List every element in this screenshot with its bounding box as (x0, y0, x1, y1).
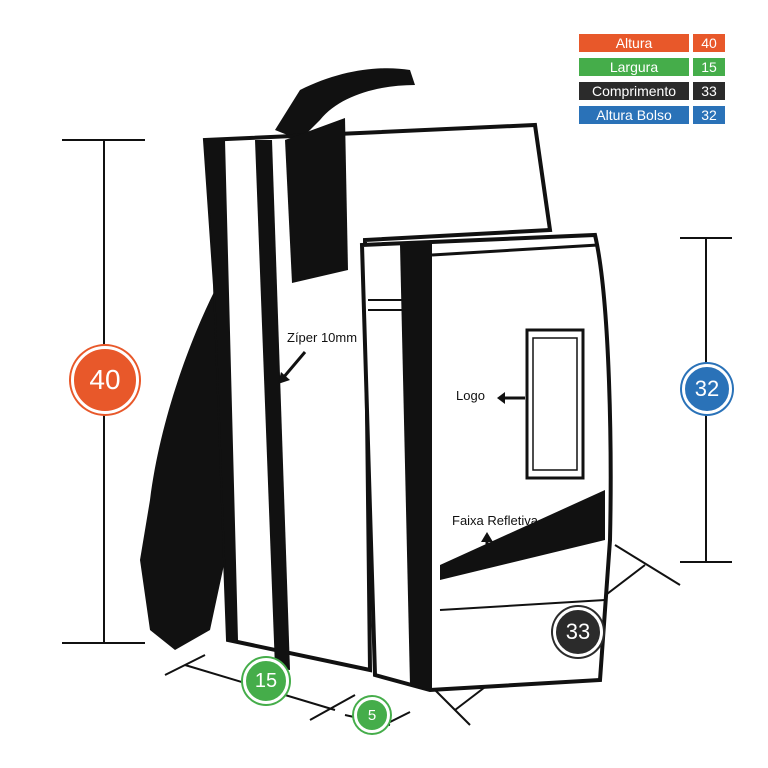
length-value: 33 (565, 619, 591, 644)
zipper-label: Zíper 10mm (287, 330, 358, 345)
pocket-height-value: 32 (694, 376, 720, 401)
depth-value: 5 (367, 706, 377, 724)
legend-value: 32 (693, 106, 725, 124)
width-badge: 15 (243, 658, 289, 704)
legend-value: 15 (693, 58, 725, 76)
legend-name: Altura (579, 34, 689, 52)
legend-row-largura: Largura 15 (579, 58, 725, 76)
width-value: 15 (254, 669, 278, 692)
legend-row-altura: Altura 40 (579, 34, 725, 52)
depth-badge: 5 (354, 697, 390, 733)
legend-row-altura-bolso: Altura Bolso 32 (579, 106, 725, 124)
pocket-height-badge: 32 (682, 364, 732, 414)
legend-name: Altura Bolso (579, 106, 689, 124)
height-badge: 40 (71, 346, 139, 414)
legend-row-comprimento: Comprimento 33 (579, 82, 725, 100)
height-value: 40 (89, 364, 121, 395)
legend-name: Largura (579, 58, 689, 76)
dimensions-legend: Altura 40 Largura 15 Comprimento 33 Altu… (579, 34, 725, 130)
legend-value: 40 (693, 34, 725, 52)
length-badge: 33 (553, 607, 603, 657)
legend-name: Comprimento (579, 82, 689, 100)
legend-value: 33 (693, 82, 725, 100)
logo-label: Logo (456, 388, 485, 403)
reflective-strip-label: Faixa Refletiva (452, 513, 538, 528)
